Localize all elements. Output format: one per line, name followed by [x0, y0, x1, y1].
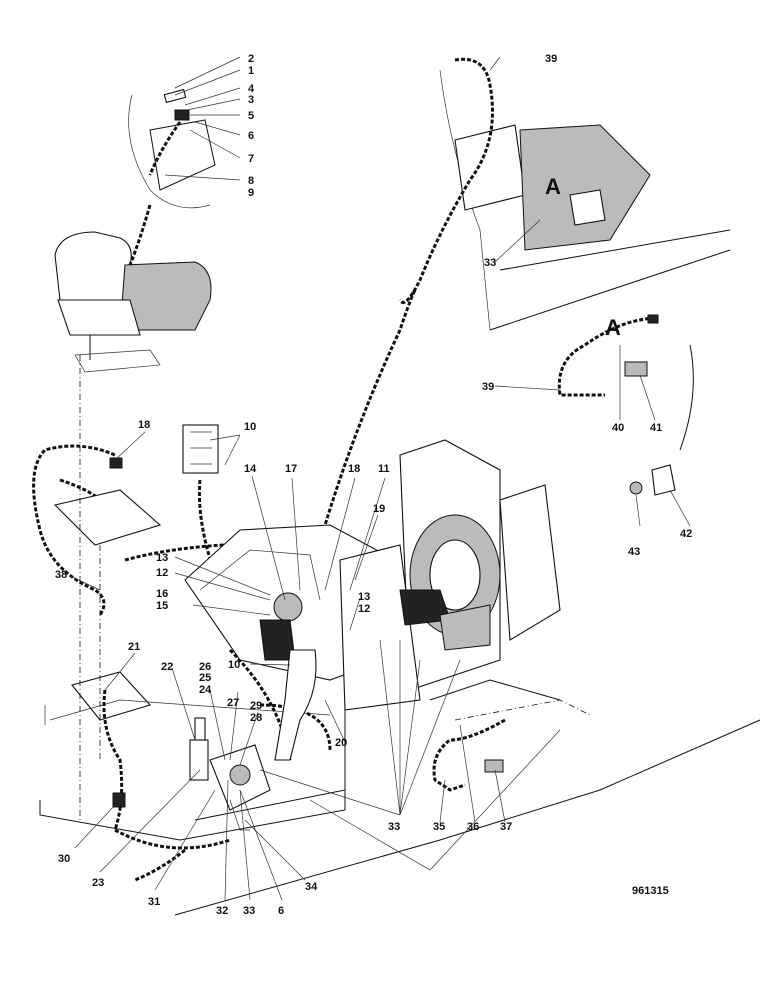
seat-switch-inset: [128, 88, 216, 209]
engine-radiator: [339, 439, 561, 711]
callout-36: 36: [467, 821, 479, 833]
callout-39-mid: 39: [482, 381, 494, 393]
callout-17: 17: [285, 463, 297, 475]
callout-19: 19: [373, 503, 385, 515]
callout-34: 34: [305, 881, 318, 893]
callout-2: 2: [248, 53, 254, 65]
callout-10-mid: 10: [228, 659, 240, 671]
callout-38: 38: [55, 569, 67, 581]
callout-27: 27: [227, 697, 239, 709]
callout-3: 3: [248, 94, 254, 106]
leader-lines: [69, 56, 691, 901]
callout-24: 24: [199, 684, 212, 696]
callout-1: 1: [248, 65, 254, 77]
callout-22: 22: [161, 661, 173, 673]
left-harness-plates: [32, 204, 331, 831]
callout-labels: 2 1 4 3 5 6 7 8 9 18 10 14 17 18 11 19 1…: [55, 53, 692, 917]
callout-14: 14: [244, 463, 257, 475]
callout-21: 21: [128, 641, 140, 653]
callout-39-top: 39: [545, 53, 557, 65]
callout-40: 40: [612, 422, 624, 434]
callout-23: 23: [92, 877, 104, 889]
callout-13-left: 13: [156, 552, 168, 564]
callout-37: 37: [500, 821, 512, 833]
callout-6: 6: [248, 130, 254, 142]
callout-20: 20: [335, 737, 347, 749]
callout-25: 25: [199, 672, 211, 684]
callout-43: 43: [628, 546, 640, 558]
callout-32: 32: [216, 905, 228, 917]
sender-harness: [432, 699, 591, 792]
view-marker-a-detail: A: [605, 315, 621, 340]
callout-16: 16: [156, 588, 168, 600]
drawing-number: 961315: [632, 885, 669, 897]
callout-15: 15: [156, 600, 168, 612]
callout-9: 9: [248, 187, 254, 199]
callout-12-left: 12: [156, 567, 168, 579]
callout-18-mid: 18: [348, 463, 360, 475]
operator-seat: [54, 231, 212, 373]
callout-8: 8: [248, 175, 254, 187]
callout-7: 7: [248, 153, 254, 165]
callout-5: 5: [248, 110, 254, 122]
callout-31: 31: [148, 896, 160, 908]
callout-12-right: 12: [358, 603, 370, 615]
callout-11: 11: [378, 463, 390, 475]
callout-42: 42: [680, 528, 692, 540]
callout-30: 30: [58, 853, 70, 865]
callout-26: 26: [199, 661, 211, 673]
view-marker-a-engine: A: [545, 174, 561, 199]
engine-inset-top: [398, 57, 731, 331]
callout-28: 28: [250, 712, 262, 724]
callout-33-mid: 33: [388, 821, 400, 833]
callout-35: 35: [433, 821, 445, 833]
pedal-assembly: [189, 717, 271, 831]
callout-4: 4: [248, 83, 255, 95]
callout-41: 41: [650, 422, 662, 434]
callout-6-bottom: 6: [278, 905, 284, 917]
callout-18-left: 18: [138, 419, 150, 431]
callout-33-bottom: 33: [243, 905, 255, 917]
connector-strip: [182, 424, 219, 474]
callout-10-top: 10: [244, 421, 256, 433]
view-a-detail: [557, 314, 694, 496]
chassis-frame: [39, 650, 761, 916]
callout-29: 29: [250, 700, 262, 712]
callout-33-top: 33: [484, 257, 496, 269]
callout-13-right: 13: [358, 591, 370, 603]
